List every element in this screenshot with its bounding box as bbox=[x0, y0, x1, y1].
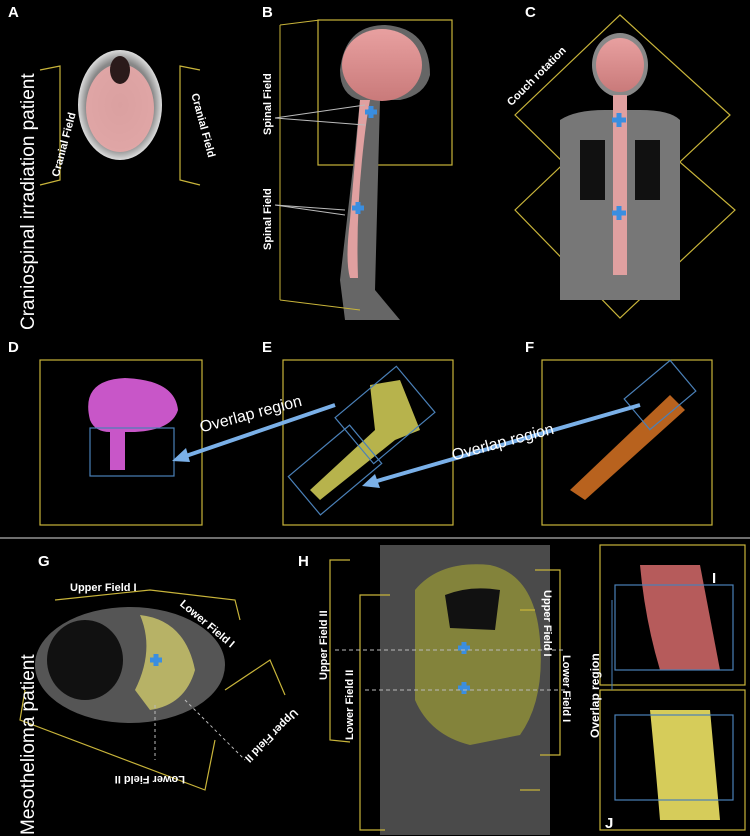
panel-letter-a: A bbox=[8, 4, 19, 21]
panel-g-axial-chest-image bbox=[19, 589, 286, 791]
panel-c-coronal-image bbox=[514, 14, 736, 319]
panel-letter-d: D bbox=[8, 339, 19, 356]
overlap-arrow-ef bbox=[369, 403, 641, 485]
label-spinal-field-upper: Spinal Field bbox=[262, 73, 274, 135]
label-g-upper-field-1: Upper Field I bbox=[70, 582, 137, 594]
overlap-arrow-de bbox=[179, 403, 336, 460]
overlap-label-ij: Overlap region bbox=[588, 653, 602, 738]
panel-i-3d-lung-render bbox=[599, 544, 746, 686]
panel-letter-b: B bbox=[262, 4, 273, 21]
panel-letter-f: F bbox=[525, 339, 535, 356]
panel-h-sagittal-chest-image bbox=[329, 545, 565, 835]
panel-d-3d-brain-render bbox=[39, 359, 203, 526]
panel-letter-j: J bbox=[605, 815, 614, 832]
side-title-mesothelioma: Mesothelioma patient bbox=[18, 654, 39, 835]
panel-a-axial-head-image bbox=[39, 50, 201, 186]
panel-j-3d-lung-render bbox=[599, 689, 746, 831]
label-h-upper-field-1: Upper Field I bbox=[541, 590, 553, 657]
label-g-lower-field-2: Lower Field II bbox=[114, 773, 185, 785]
panel-letter-i: I bbox=[712, 570, 717, 587]
label-h-lower-field-2: Lower Field II bbox=[344, 669, 356, 740]
label-spinal-field-lower: Spinal Field bbox=[262, 188, 274, 250]
panel-letter-c: C bbox=[525, 4, 536, 21]
panel-letter-h: H bbox=[298, 553, 309, 570]
panel-b-sagittal-image bbox=[274, 19, 453, 320]
label-h-lower-field-1: Lower Field I bbox=[560, 655, 572, 723]
label-h-upper-field-2: Upper Field II bbox=[318, 610, 330, 680]
panel-letter-g: G bbox=[38, 553, 50, 570]
panel-letter-e: E bbox=[262, 339, 273, 356]
side-title-craniospinal: Craniospinal irradiation patient bbox=[18, 73, 39, 330]
panel-e-3d-cord-render bbox=[282, 359, 454, 526]
panel-f-3d-cord-render bbox=[541, 359, 713, 526]
